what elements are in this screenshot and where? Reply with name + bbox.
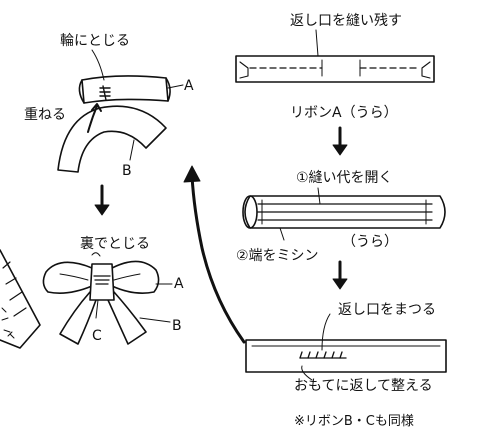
label-back: （うら） [342,234,398,250]
label-note: ※リボンB・Cも同様 [294,414,414,429]
step1-strip [235,29,435,83]
finished-bow [42,252,173,345]
down-arrow-right-2 [332,260,348,290]
down-arrow-left [94,184,110,216]
label-c-bow: C [92,328,102,344]
label-overlap: 重ねる [24,107,66,123]
label-ring-close: 輪にとじる [60,33,130,49]
ribbon-b-arch [57,103,167,173]
label-b-bow: B [172,318,182,334]
curved-return-arrow [183,165,246,344]
label-open-seam: ①縫い代を開く [296,170,393,186]
down-arrow-right-1 [332,126,348,156]
label-a-top: A [184,78,194,94]
ribbon-a-ring [78,49,184,104]
label-machine-stitch: ②端をミシン [236,248,319,264]
label-a-bow: A [174,276,184,292]
label-ribbon-a-back: リボンA（うら） [290,105,398,121]
label-turn-and-shape: おもてに返して整える [294,378,433,394]
cropped-sketch [0,249,41,349]
label-b-top: B [122,163,132,179]
step2-tube [242,187,446,241]
step3-strip [245,313,447,381]
label-slipstitch-opening: 返し口をまつる [338,302,436,318]
label-leave-opening: 返し口を縫い残す [290,13,402,29]
label-back-close: 裏でとじる [80,236,150,252]
